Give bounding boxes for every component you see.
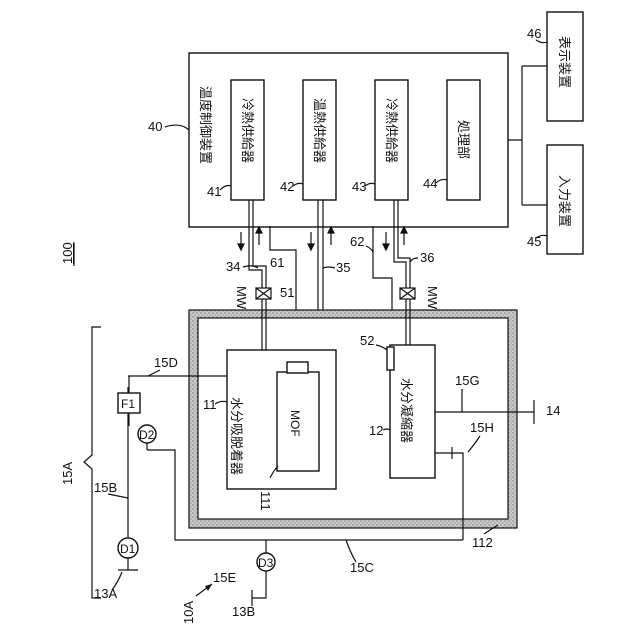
ref-15e: 15E — [213, 570, 236, 585]
ref-12: 12 — [369, 423, 383, 438]
ref-40: 40 — [148, 119, 162, 134]
ref-10a: 10A — [181, 601, 196, 624]
ref-44: 44 — [423, 176, 437, 191]
pump-d1-label: D1 — [120, 542, 136, 556]
ref-61: 61 — [270, 255, 284, 270]
ref-41: 41 — [207, 184, 221, 199]
brace-15a — [84, 327, 101, 598]
ref-43: 43 — [352, 179, 366, 194]
valve-mw1 — [256, 288, 271, 299]
pump-d3-label: D3 — [258, 556, 274, 570]
ref-15b: 15B — [94, 480, 117, 495]
valve-mw2 — [400, 288, 415, 299]
input-label: 入力装置 — [556, 175, 571, 227]
ref-15c: 15C — [350, 560, 374, 575]
ref-51: 51 — [280, 285, 294, 300]
ref-36: 36 — [420, 250, 434, 265]
ref-15g: 15G — [455, 373, 480, 388]
ref-11: 11 — [203, 397, 217, 412]
controller-title: 温度制御装置 — [197, 86, 213, 164]
ref-13b: 13B — [232, 604, 255, 619]
mof-label: MOF — [288, 410, 302, 437]
io-connector — [508, 66, 547, 205]
ref-35: 35 — [336, 260, 350, 275]
mof-cap — [287, 362, 308, 373]
pump-d2-label: D2 — [139, 428, 155, 442]
processor-label: 処理部 — [455, 120, 470, 159]
ref-112: 112 — [472, 535, 493, 550]
ref-15h: 15H — [470, 420, 494, 435]
cold-supply-2-label: 冷熱供給器 — [383, 98, 398, 163]
ref-34: 34 — [226, 259, 240, 274]
ref-15d: 15D — [154, 355, 178, 370]
ref-42: 42 — [280, 179, 294, 194]
ref-62: 62 — [350, 234, 364, 249]
filter-label: F1 — [121, 397, 135, 411]
cold-supply-1-label: 冷熱供給器 — [239, 98, 254, 163]
ref-52: 52 — [360, 333, 374, 348]
ref-100: 100 — [60, 242, 75, 264]
adsorber-label: 水分吸脱着器 — [228, 397, 244, 475]
arrow-10a — [205, 584, 212, 591]
condenser-label: 水分凝縮器 — [398, 378, 414, 443]
ref-46: 46 — [527, 26, 541, 41]
display-label: 表示装置 — [556, 36, 571, 88]
condenser-tab — [387, 347, 394, 370]
ref-15a: 15A — [60, 462, 75, 485]
ref-14: 14 — [546, 403, 560, 418]
heat-supply-label: 温熱供給器 — [311, 98, 326, 163]
ref-111: 111 — [258, 491, 273, 511]
